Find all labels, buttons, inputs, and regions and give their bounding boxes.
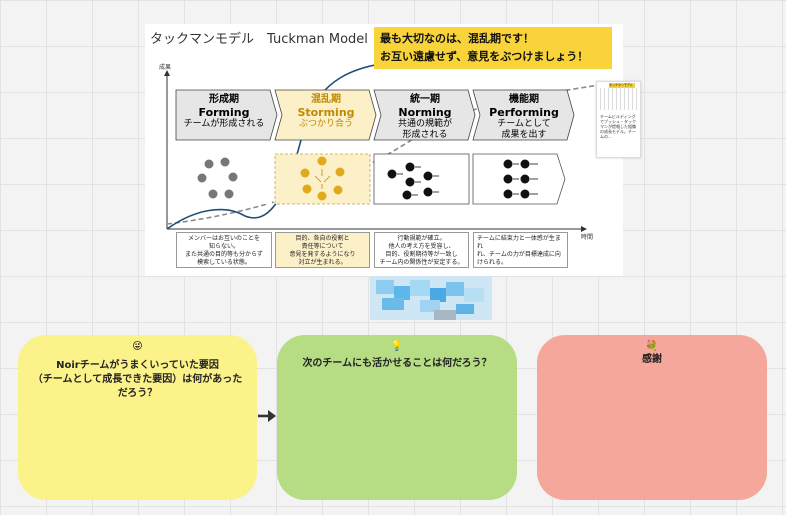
storming-dots [300,156,345,201]
x-axis-label: 時間 [581,234,594,241]
norming-dots-box [373,153,470,205]
norming-dots [387,162,433,200]
bouquet-icon: 💐 [645,341,659,352]
card-success-factors[interactable]: 😜 Noirチームがうまくいっていた要因 （チームとして成長できた要因）は何があ… [18,335,257,500]
card-thanks-title: 感謝 [537,353,767,367]
document-thumbnail[interactable]: タックマンモデル チームビルディングでブッシュ・タックマンが提唱した組織の成長モ… [596,81,641,158]
card-title-line: 感謝 [642,354,662,365]
mini-doc-title: タックマンモデル [609,83,635,88]
stage-norming-en: Norming [398,106,452,119]
slide-title: タックマンモデル Tuckman Model [150,32,368,47]
stage-storming-en: Storming [297,106,355,119]
storming-desc-line: 責任等について [301,243,344,250]
storming-desc-line: 目的、各自の役割と [295,235,350,242]
forming-dots [197,157,238,199]
performing-description: チームに結束力と一体感が生まれ れ、チームの力が目標達成に向 けられる。 [473,232,568,268]
stage-storming-chevron [274,89,377,141]
stage-performing-sub-1: チームとして [497,119,551,129]
stage-norming-sub-1: 共通の規範が [397,119,452,129]
tuckman-model-slide[interactable]: タックマンモデル Tuckman Model [145,24,623,276]
arrow-right-icon [258,410,276,422]
forming-desc-line: 知らない。 [208,243,239,250]
stage-forming-en: Forming [198,106,250,119]
norming-desc-line: チーム内の関係性が安定する。 [379,259,464,266]
card-title-line: 次のチームにも活かせることは何だろう？ [302,358,492,369]
performing-desc-line: チームに結束力と一体感が生まれ [477,235,561,250]
callout-banner: 最も大切なのは、混乱期です！ お互い遠慮せず、意見をぶつけましょう！ [374,27,612,69]
stage-performing-sub-2: 成果を出す [501,130,547,140]
stage-storming-sub: ぶつかり合う [298,119,353,129]
norming-desc-line: 他人の考え方を受容し、 [388,243,455,250]
stage-storming-jp: 混乱期 [311,94,341,105]
mini-doc-image [600,88,638,110]
norming-desc-line: 行動規範が確立。 [397,235,446,242]
stage-forming-chevron [175,89,278,141]
forming-desc-line: 模索している状態。 [197,259,251,266]
norming-desc-line: 目的、役割期待等が一致し [385,251,458,258]
pixelated-redacted-image[interactable] [370,276,492,320]
stage-forming: 形成期 Forming チームが形成される [178,90,270,141]
y-axis-label: 成果 [159,64,172,71]
storming-arrows [314,169,331,189]
card-next-team-learnings-title: 次のチームにも活かせることは何だろう？ [277,357,517,371]
forming-description: メンバーはお互いのことを 知らない。 また共通の目的等も分からず 模索している状… [176,232,272,268]
forming-desc-line: また共通の目的等も分からず [185,251,263,258]
stage-storming: 混乱期 Storming ぶつかり合う [281,90,371,141]
stage-performing-chevron [472,89,575,141]
stage-forming-jp: 形成期 [209,94,239,105]
card-next-team-learnings[interactable]: 💡 次のチームにも活かせることは何だろう？ [277,335,517,500]
stage-norming-sub-2: 形成される [402,130,448,140]
storming-desc-line: 意見を発するようになり [289,251,356,258]
card-thanks[interactable]: 💐 感謝 [537,335,767,500]
forming-desc-line: メンバーはお互いのことを [187,235,260,242]
lightbulb-icon: 💡 [390,341,404,352]
card-success-factors-title: Noirチームがうまくいっていた要因 （チームとして成長できた要因）は何があった… [18,359,257,401]
card-title-line: だろう？ [117,388,158,399]
callout-line-1: 最も大切なのは、混乱期です！ [380,32,534,45]
performing-desc-line: れ、チームの力が目標達成に向 [477,251,561,258]
stage-forming-sub: チームが形成される [183,119,265,129]
performing-desc-line: けられる。 [477,259,508,266]
stage-performing: 機能期 Performing チームとして 成果を出す [479,90,569,141]
stage-performing-en: Performing [489,106,559,119]
mini-doc-text: チームビルディングでブッシュ・タックマンが提唱した組織の成長モデル。チームの..… [600,114,636,139]
stage-norming-chevron [373,89,476,141]
stage-norming: 統一期 Norming 共通の規範が 形成される [380,90,470,141]
performing-dots [503,159,530,199]
stage-norming-jp: 統一期 [410,94,440,105]
norming-arrows [397,166,439,196]
tuckman-graph [164,51,616,232]
card-title-line: Noirチームがうまくいっていた要因 [56,360,219,371]
y-axis-arrowhead [164,70,170,76]
stage-performing-jp: 機能期 [509,94,539,105]
card-title-line: （チームとして成長できた要因）は何があった [32,374,243,385]
storming-desc-line: 対立が生まれる。 [298,259,347,266]
performing-arrows [513,163,538,195]
callout-line-2: お互い遠慮せず、意見をぶつけましょう！ [380,50,589,63]
storming-description: 目的、各自の役割と 責任等について 意見を発するようになり 対立が生まれる。 [275,232,370,268]
x-axis-arrowhead [581,226,587,232]
grinning-face-icon: 😜 [132,341,143,352]
norming-description: 行動規範が確立。 他人の考え方を受容し、 目的、役割期待等が一致し チーム内の関… [374,232,469,268]
